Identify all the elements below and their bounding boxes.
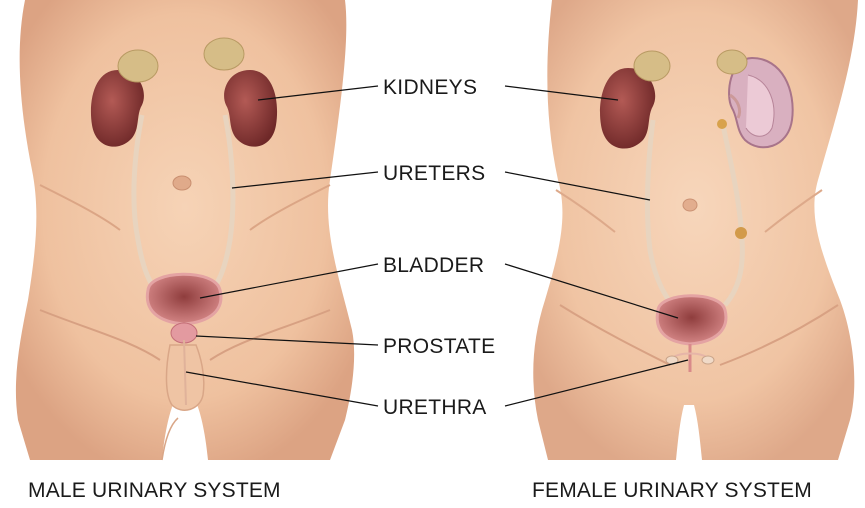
- label-ureters: URETERS: [383, 162, 485, 185]
- caption-male: MALE URINARY SYSTEM: [28, 479, 281, 502]
- male-navel: [173, 176, 191, 190]
- label-kidneys: KIDNEYS: [383, 76, 477, 99]
- female-right-adrenal: [717, 50, 747, 74]
- male-figure: [16, 0, 354, 460]
- female-navel: [683, 199, 697, 211]
- female-torso: [533, 0, 858, 460]
- male-left-adrenal: [118, 50, 158, 82]
- female-figure: [533, 0, 858, 460]
- male-right-adrenal: [204, 38, 244, 70]
- female-left-adrenal: [634, 51, 670, 81]
- label-urethra: URETHRA: [383, 396, 487, 419]
- female-ureter-stone-lower: [735, 227, 747, 239]
- label-prostate: PROSTATE: [383, 335, 495, 358]
- label-bladder: BLADDER: [383, 254, 484, 277]
- female-ureter-stone-upper: [717, 119, 727, 129]
- male-bladder: [147, 274, 221, 324]
- female-bladder: [657, 296, 726, 344]
- labels: KIDNEYS URETERS BLADDER PROSTATE URETHRA: [383, 76, 495, 419]
- captions: MALE URINARY SYSTEM FEMALE URINARY SYSTE…: [28, 479, 812, 502]
- caption-female: FEMALE URINARY SYSTEM: [532, 479, 812, 502]
